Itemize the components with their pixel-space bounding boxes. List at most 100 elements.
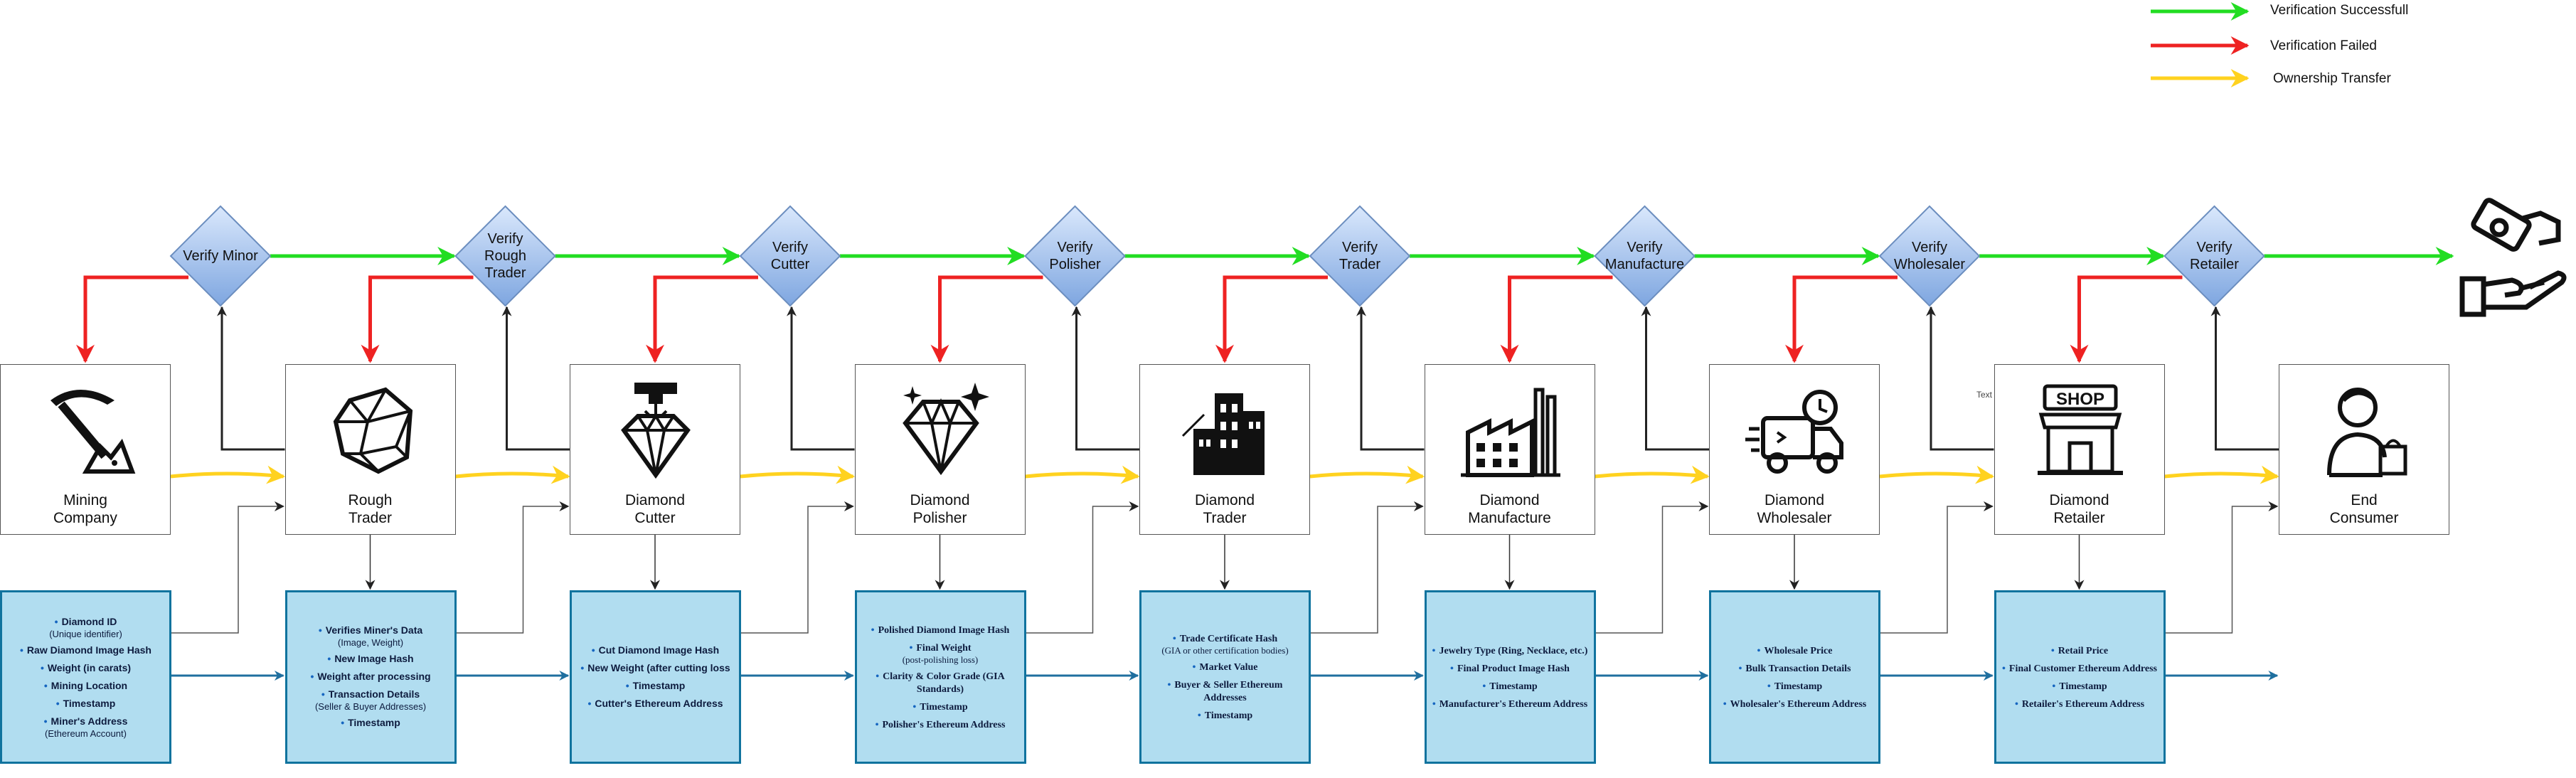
info-item-main: Wholesaler's Ethereum Address (1723, 699, 1867, 710)
entity-box-8: End Consumer (2279, 364, 2449, 535)
info-item-main: Polisher's Ethereum Address (875, 720, 1006, 730)
info-item: Final Customer Ethereum Address (2001, 662, 2159, 675)
info-item-main: Verifies Miner's Data (319, 624, 422, 636)
verifier-label: Verify Polisher (1049, 240, 1101, 272)
verifier-diamond (739, 205, 841, 307)
info-item-main: Timestamp (2052, 681, 2107, 692)
info-item-sub: (post-polishing loss) (902, 654, 979, 665)
verification-failed-arrow (646, 275, 758, 363)
info-item: Timestamp (1715, 680, 1874, 693)
info-item-sub: (Image, Weight) (337, 637, 404, 648)
verification-failed-arrow (76, 275, 188, 363)
info-item: Diamond ID(Unique identifier) (6, 616, 165, 639)
handshake-exchange-icon (2459, 198, 2567, 317)
data-handoff-arrow (741, 501, 854, 634)
info-item-main: Manufacturer's Ethereum Address (1432, 699, 1587, 710)
info-item-main: Timestamp (56, 698, 116, 709)
sparkling-diamond-icon (902, 383, 989, 476)
info-item: Market Value (1146, 661, 1304, 673)
verifier-diamond (1309, 205, 1411, 307)
info-item-main: Retailer's Ethereum Address (2015, 699, 2144, 710)
stray-text-label: Text (1976, 390, 1993, 400)
info-item-main: Bulk Transaction Details (1739, 664, 1851, 674)
verification-failed-arrow (1785, 275, 1898, 363)
verifier-diamond (1024, 205, 1126, 307)
info-item: Clarity & Color Grade (GIA Standards) (861, 670, 1020, 696)
info-item-main: Buyer & Seller Ethereum Addresses (1168, 680, 1283, 703)
customer-icon (2327, 388, 2407, 477)
ownership-transfer-arrow (1309, 465, 1425, 484)
info-item-main: New Image Hash (327, 653, 413, 664)
info-item: Weight (in carats) (6, 662, 165, 675)
data-handoff-arrow (1026, 501, 1139, 634)
verifier-input-arrow (2210, 306, 2279, 451)
info-item: Raw Diamond Image Hash (6, 644, 165, 657)
info-item: Retail Price (2001, 644, 2159, 657)
entity-label: End Consumer (2329, 492, 2399, 526)
entity-box-0: Mining Company (0, 364, 171, 535)
entity-box-3: Diamond Polisher (854, 364, 1026, 535)
info-item: Jewelry Type (Ring, Necklace, etc.) (1431, 644, 1590, 657)
verification-failed-arrow (2070, 275, 2183, 363)
verification-failed-arrow (1215, 275, 1328, 363)
info-item-main: Raw Diamond Image Hash (20, 644, 151, 656)
info-item: Timestamp (1146, 709, 1304, 722)
legend-label-failed: Verification Failed (2270, 38, 2377, 53)
entity-label: Diamond Retailer (2049, 492, 2109, 526)
info-item: Mining Location (6, 680, 165, 693)
info-box-7: Retail PriceFinal Customer Ethereum Addr… (1994, 590, 2166, 764)
info-item-main: Timestamp (912, 702, 967, 713)
ownership-transfer-arrow (1879, 465, 1995, 484)
verifier-label: Verify Retailer (2190, 240, 2239, 272)
info-item: Polisher's Ethereum Address (861, 718, 1020, 731)
rough-stone-icon (333, 387, 413, 474)
info-item: Timestamp (1431, 680, 1590, 693)
info-item-main: Final Customer Ethereum Address (2002, 664, 2157, 674)
entity-label: Diamond Trader (1194, 492, 1255, 526)
info-item-main: Clarity & Color Grade (GIA Standards) (875, 671, 1005, 695)
info-item-main: Final Weight (909, 643, 971, 654)
ownership-transfer-arrow (2164, 465, 2279, 484)
info-item: Miner's Address(Ethereum Account) (6, 715, 165, 739)
info-item: Timestamp (861, 700, 1020, 713)
ownership-transfer-arrow (1025, 465, 1140, 484)
info-item: Wholesale Price (1715, 644, 1874, 657)
info-item-main: Cut Diamond Image Hash (592, 644, 720, 656)
legend-label-success: Verification Successfull (2270, 3, 2409, 18)
pickaxe-icon (50, 390, 136, 474)
info-item-main: Timestamp (341, 717, 400, 728)
verifier-label: Verify Minor (183, 248, 258, 264)
entity-label: Mining Company (53, 492, 117, 526)
data-handoff-arrow (1311, 501, 1424, 634)
ownership-transfer-arrow (1595, 465, 1710, 484)
entity-box-6: Diamond Wholesaler (1709, 364, 1880, 535)
info-item: Weight after processing (292, 671, 450, 683)
svg-text:SHOP: SHOP (2055, 390, 2104, 409)
entity-label: Diamond Polisher (910, 492, 970, 526)
info-item: Cutter's Ethereum Address (576, 698, 735, 710)
info-item: Final Product Image Hash (1431, 662, 1590, 675)
entity-label: Diamond Manufacture (1468, 492, 1551, 526)
info-item-sub: (Seller & Buyer Addresses) (314, 701, 427, 712)
verifier-label: Verify Rough Trader (484, 231, 526, 281)
info-item: Bulk Transaction Details (1715, 662, 1874, 675)
info-item: New Image Hash (292, 653, 450, 666)
data-handoff-arrow (2165, 501, 2279, 634)
info-item: Manufacturer's Ethereum Address (1431, 698, 1590, 710)
verifier-input-arrow (1356, 306, 1425, 451)
verification-failed-arrow (930, 275, 1043, 363)
info-item-main: Wholesale Price (1757, 646, 1833, 656)
entity-label: Diamond Cutter (624, 492, 686, 526)
info-box-2: Cut Diamond Image HashNew Weight (after … (570, 590, 741, 764)
info-item-main: Polished Diamond Image Hash (871, 625, 1010, 636)
ownership-transfer-arrow (455, 465, 570, 484)
info-item-sub: (GIA or other certification bodies) (1161, 645, 1289, 656)
info-item-main: Trade Certificate Hash (1173, 634, 1277, 644)
data-handoff-arrow (1880, 501, 1994, 634)
ownership-transfer-arrow (740, 465, 856, 484)
info-item-main: Weight after processing (310, 671, 430, 682)
info-item: Verifies Miner's Data(Image, Weight) (292, 624, 450, 648)
info-item: Retailer's Ethereum Address (2001, 698, 2159, 710)
info-item: Polished Diamond Image Hash (861, 624, 1020, 636)
info-item-main: Timestamp (626, 680, 686, 691)
